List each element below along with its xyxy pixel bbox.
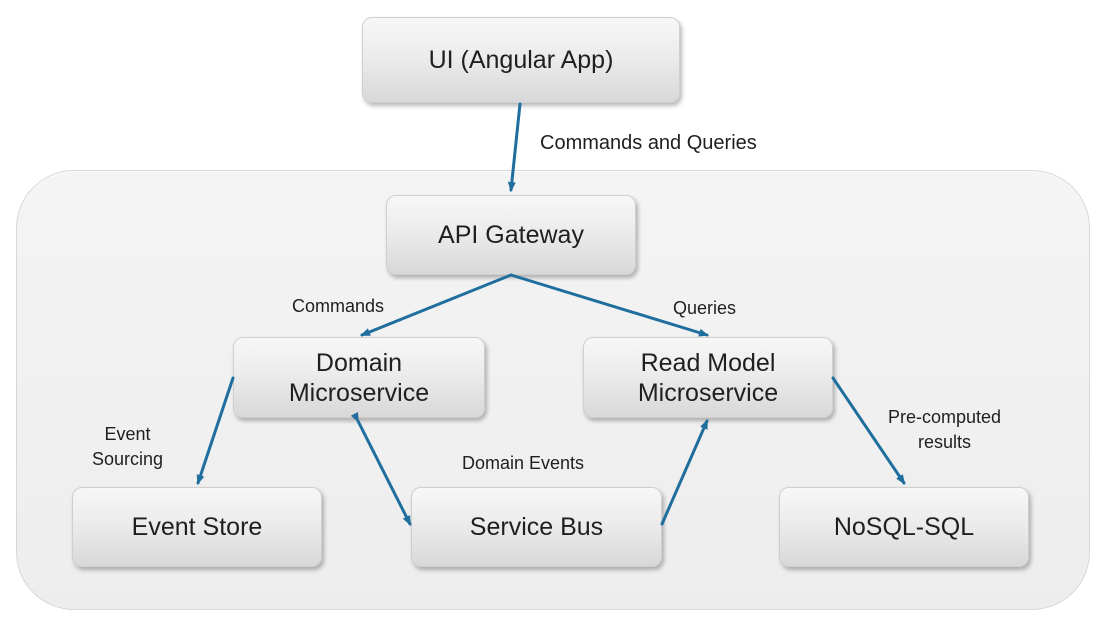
event-store-node: Event Store	[72, 487, 322, 567]
service-bus-node: Service Bus	[411, 487, 662, 567]
precomputed-results-label: Pre-computed results	[887, 407, 1002, 452]
read-model-microservice-node: Read Model Microservice	[583, 337, 833, 418]
nosql-sql-node: NoSQL-SQL	[779, 487, 1029, 567]
domain-microservice-node: Domain Microservice	[233, 337, 485, 418]
domain-events-label: Domain Events	[462, 453, 585, 473]
commands-label: Commands	[292, 296, 385, 316]
commands-and-queries-label: Commands and Queries	[540, 132, 757, 154]
queries-label: Queries	[673, 298, 737, 318]
api-gateway-node: API Gateway	[386, 195, 636, 275]
ui-angular-app-node: UI (Angular App)	[362, 17, 680, 103]
event-sourcing-label: Event Sourcing	[91, 424, 164, 469]
